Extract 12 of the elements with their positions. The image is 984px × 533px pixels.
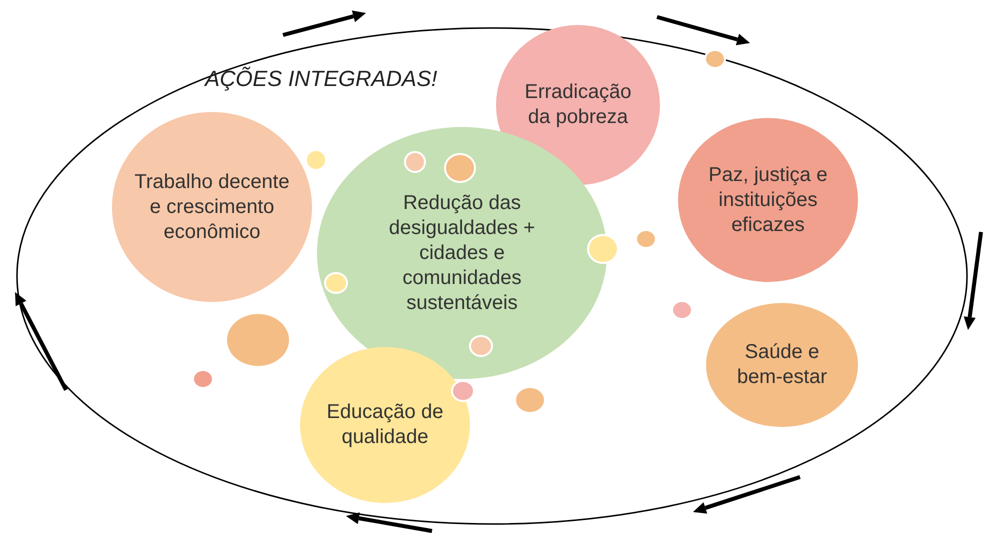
dot-circle [444,153,476,183]
dot-circle [451,380,475,402]
topic-circle: Educação de qualidade [300,347,470,503]
dot-circle [324,272,348,294]
topic-circle: Trabalho decente e crescimento econômico [112,112,312,302]
dot-circle [587,234,619,264]
topic-circle: Saúde e bem-estar [706,303,858,427]
topic-circle: Paz, justiça e instituições eficazes [678,118,858,282]
dot-circle [469,335,493,357]
dot-circle [404,151,426,173]
topic-circle: Redução das desigualdades + cidades e comunidades sustentáveis [317,127,607,379]
heading: AÇÕES INTEGRADAS! [205,66,438,92]
